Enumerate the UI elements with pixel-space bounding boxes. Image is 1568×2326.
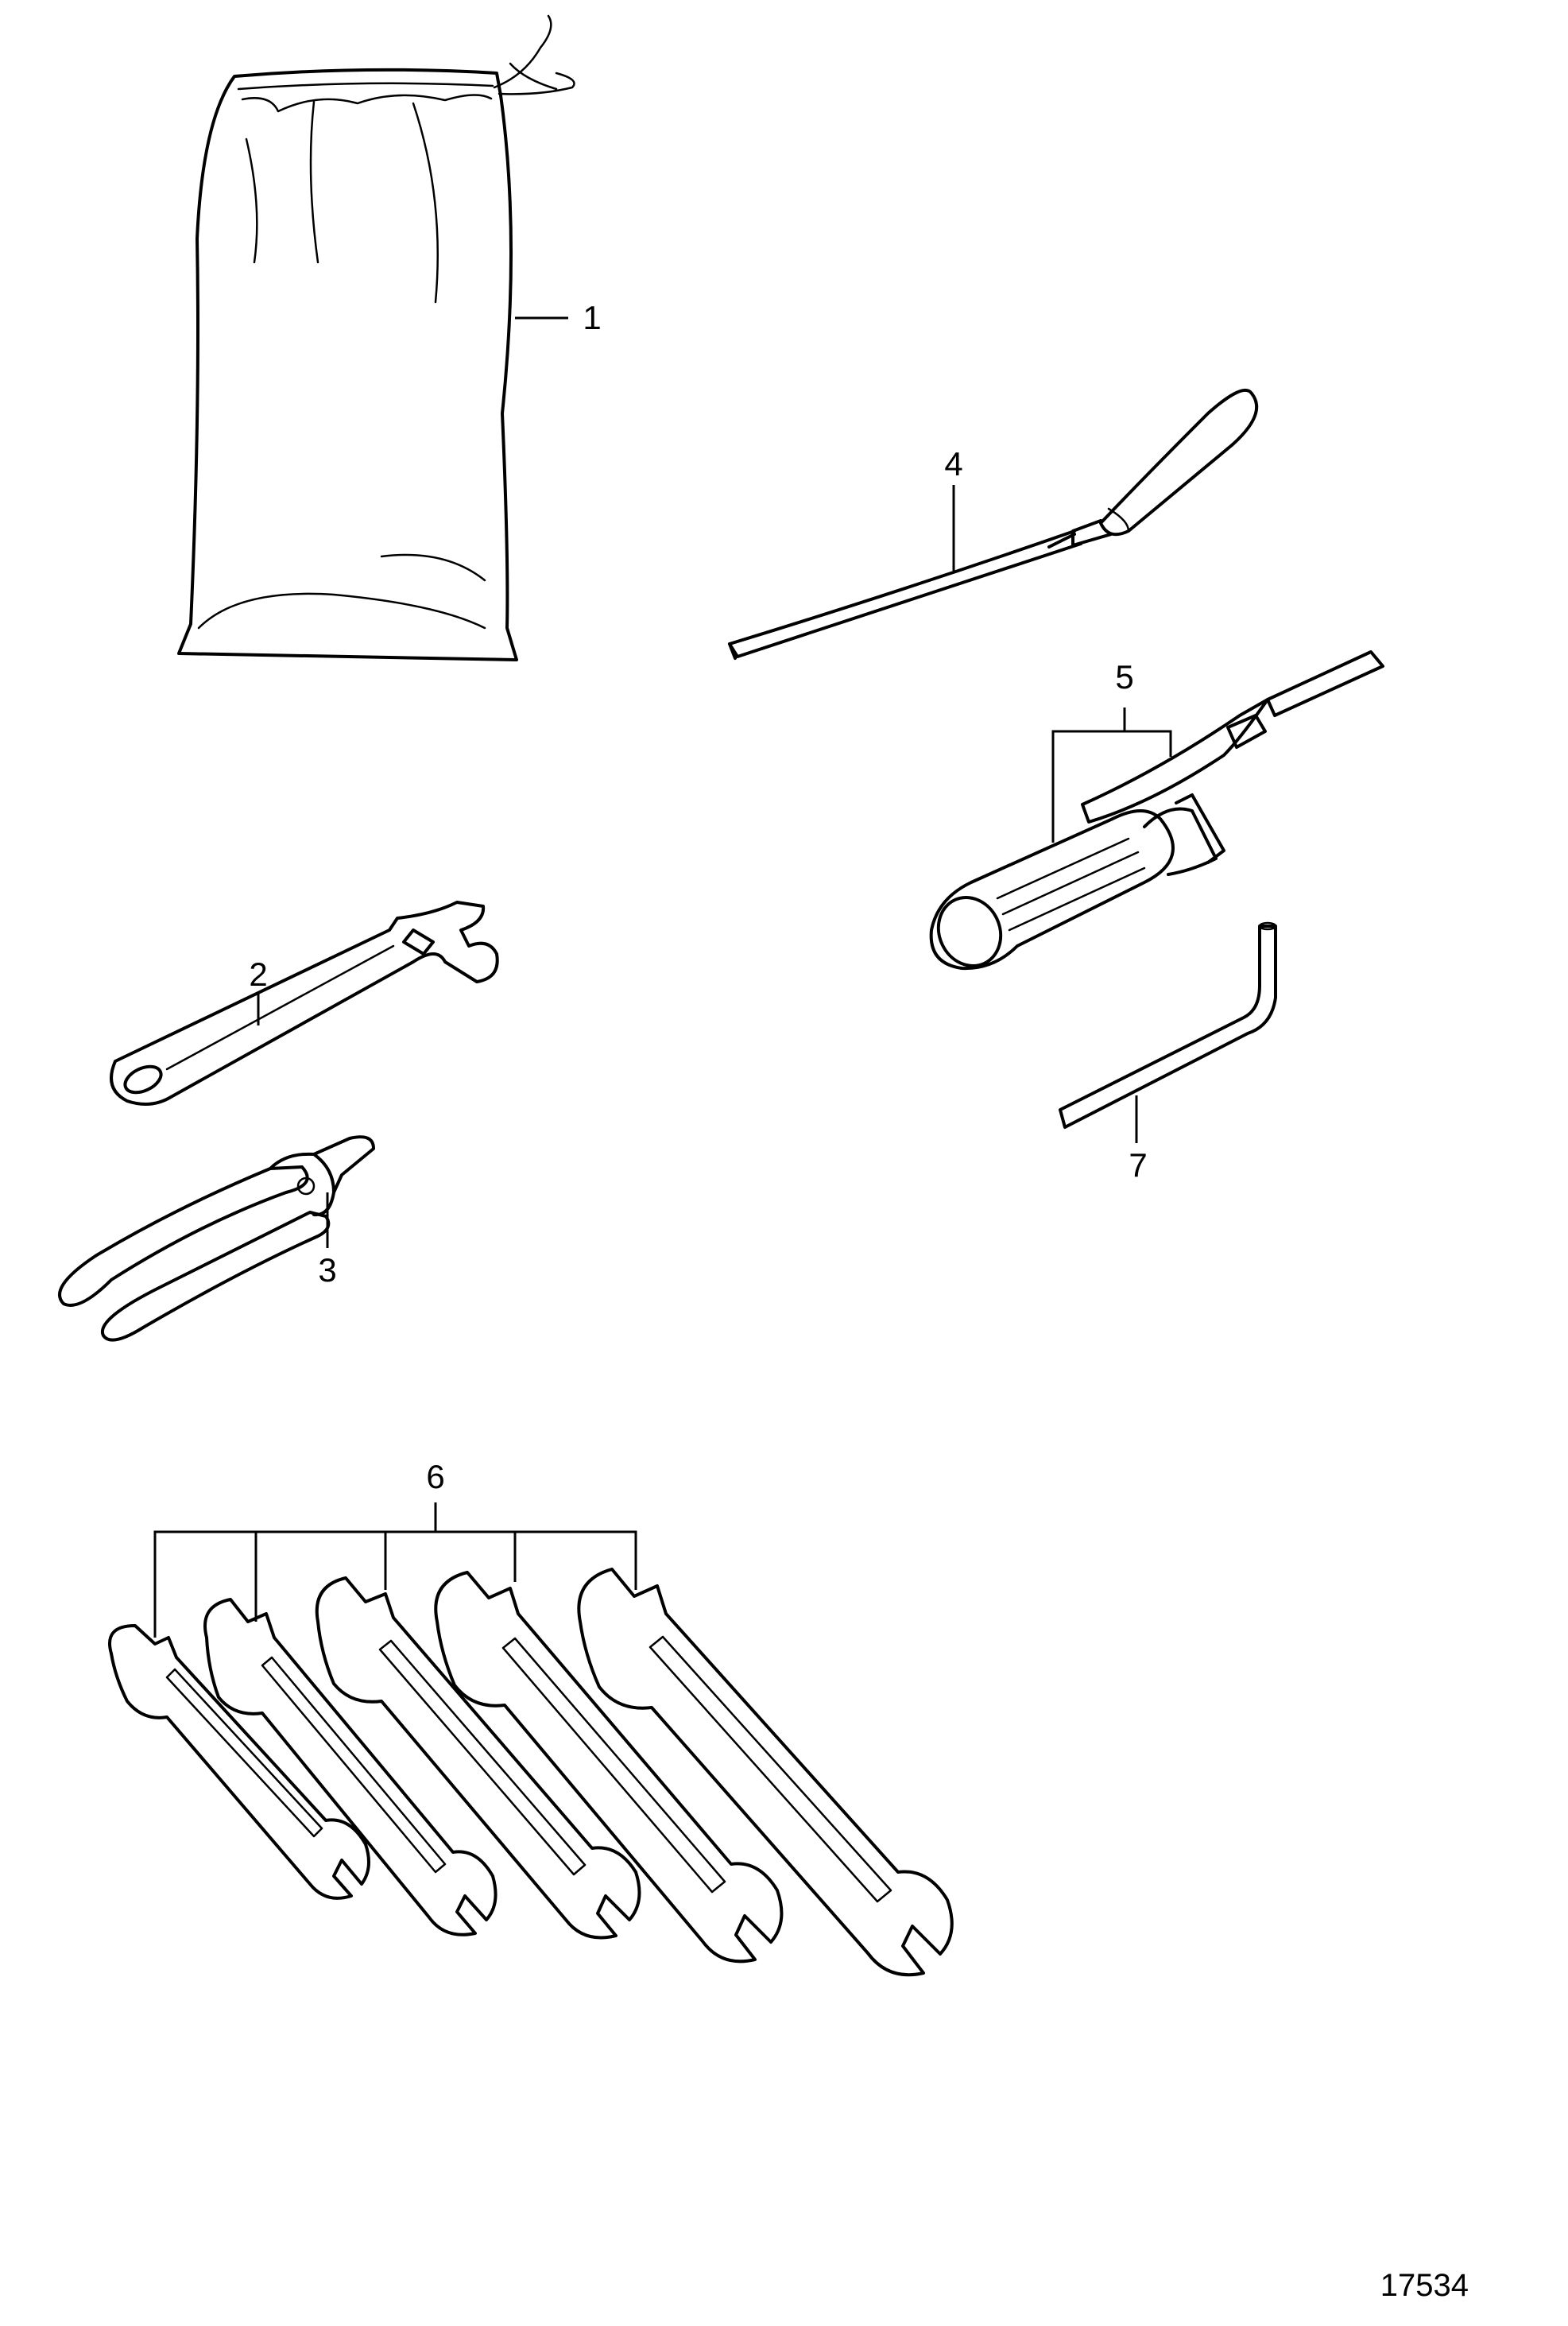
drawing-reference-number: 17534 [1380,2268,1469,2303]
callout-1: 1 [583,299,601,336]
open-end-wrench-4 [434,1571,784,1964]
callout-leader-6 [153,1530,637,1638]
hex-key-illustration [1059,921,1277,1129]
adjustable-wrench-illustration [110,901,499,1106]
open-end-wrench-5 [577,1568,954,1977]
callout-2: 2 [249,956,267,993]
screwdriver-illustration [728,389,1259,660]
open-end-wrench-set-illustration [108,1568,954,1977]
callout-4: 4 [944,445,962,483]
screwdriver-set-illustration [929,650,1384,971]
open-end-wrench-2 [203,1598,498,1936]
callout-3: 3 [318,1251,336,1289]
callout-7: 7 [1129,1146,1147,1184]
callout-5: 5 [1115,658,1133,696]
tool-bag-illustration [177,14,575,661]
open-end-wrench-3 [315,1576,641,1940]
callout-leader-5 [1051,730,1172,843]
callout-6: 6 [426,1458,444,1495]
open-end-wrench-1 [108,1624,370,1900]
